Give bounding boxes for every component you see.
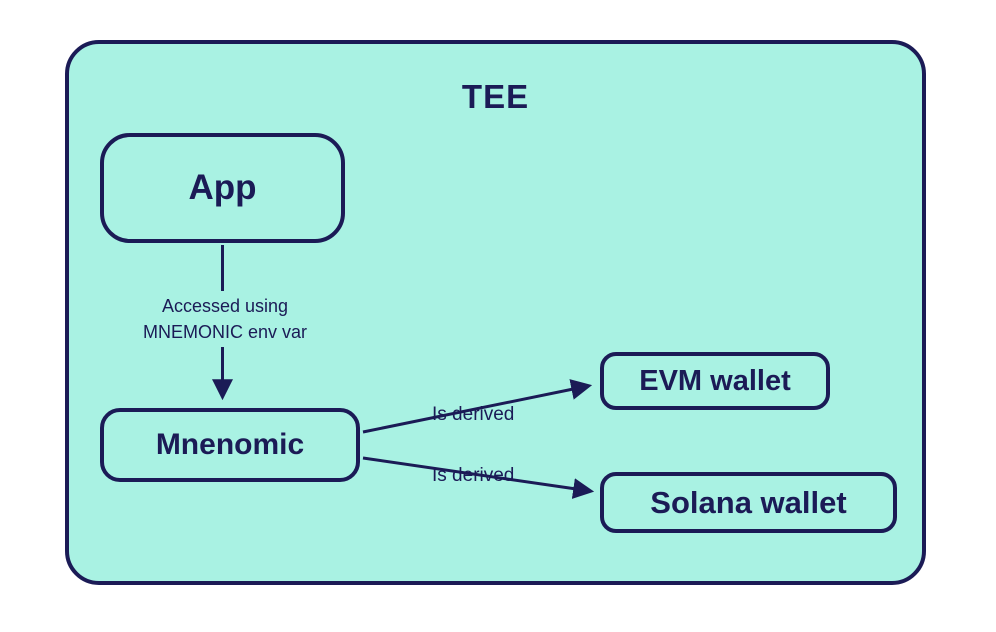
edge-label-is-derived-solana: Is derived bbox=[432, 465, 515, 486]
node-mnemonic: Mnenomic bbox=[100, 408, 360, 482]
edge-label-is-derived-evm: Is derived bbox=[432, 404, 515, 425]
node-solana-wallet: Solana wallet bbox=[600, 472, 897, 533]
edge-label-line2: MNEMONIC env var bbox=[142, 322, 308, 343]
edge-label-accessed-using: Accessed using MNEMONIC env var bbox=[118, 291, 332, 348]
node-solana-wallet-label: Solana wallet bbox=[650, 484, 847, 520]
node-app-label: App bbox=[188, 168, 257, 207]
node-app: App bbox=[100, 133, 345, 243]
tee-title: TEE bbox=[461, 78, 530, 115]
node-evm-wallet: EVM wallet bbox=[600, 352, 830, 410]
edge-label-line1: Accessed using bbox=[161, 296, 289, 316]
node-mnemonic-label: Mnenomic bbox=[155, 428, 305, 461]
node-evm-wallet-label: EVM wallet bbox=[639, 364, 791, 397]
